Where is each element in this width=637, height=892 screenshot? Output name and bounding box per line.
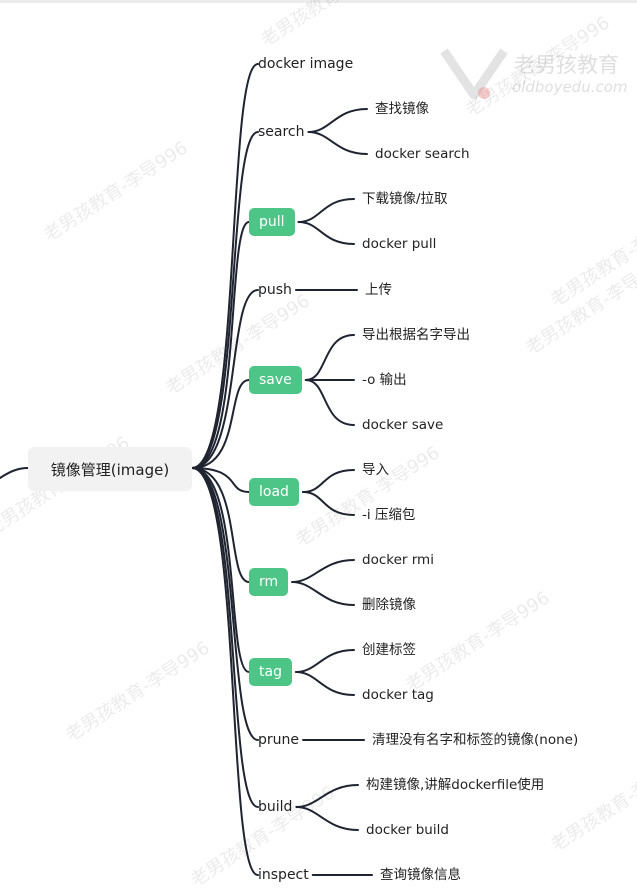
top-border xyxy=(0,0,637,3)
branch-node[interactable]: save xyxy=(249,366,302,394)
child-connector xyxy=(291,559,355,583)
root-incoming-connector xyxy=(0,467,29,479)
branch-node[interactable]: search xyxy=(258,124,305,140)
branch-connector xyxy=(191,467,259,808)
leaf-node[interactable]: 清理没有名字和标签的镜像(none) xyxy=(372,732,579,748)
leaf-node[interactable]: 创建标签 xyxy=(362,642,416,658)
branch-connector xyxy=(191,467,250,493)
leaf-node[interactable]: docker pull xyxy=(362,236,437,252)
child-connector xyxy=(294,649,355,673)
branch-connector xyxy=(191,63,259,469)
branch-connector xyxy=(191,131,259,469)
branch-node[interactable]: rm xyxy=(249,568,289,596)
child-connector xyxy=(304,334,355,381)
leaf-node[interactable]: -o 输出 xyxy=(362,372,407,388)
child-connector xyxy=(294,671,355,696)
leaf-node[interactable]: 构建镜像,讲解dockerfile使用 xyxy=(366,777,545,793)
leaf-node[interactable]: 导入 xyxy=(362,462,389,478)
leaf-node[interactable]: docker tag xyxy=(362,687,434,703)
child-connector xyxy=(301,491,355,516)
child-connector xyxy=(297,198,355,223)
root-label: 镜像管理(image) xyxy=(50,460,170,479)
branch-node[interactable]: push xyxy=(258,282,292,298)
child-connector xyxy=(301,469,355,493)
leaf-node[interactable]: -i 压缩包 xyxy=(362,507,416,523)
leaf-node[interactable]: docker rmi xyxy=(362,552,434,568)
leaf-node[interactable]: 查询镜像信息 xyxy=(380,867,461,883)
root-node[interactable]: 镜像管理(image) xyxy=(28,447,192,491)
branch-connector xyxy=(191,467,250,583)
child-connector xyxy=(295,806,359,831)
leaf-node[interactable]: 上传 xyxy=(365,282,392,298)
child-connector xyxy=(291,581,355,606)
leaf-node[interactable]: docker search xyxy=(375,146,470,162)
branch-connector xyxy=(191,467,259,741)
leaf-node[interactable]: 删除镜像 xyxy=(362,597,416,613)
branch-connector xyxy=(191,467,259,876)
child-connector xyxy=(304,379,355,426)
branch-node[interactable]: prune xyxy=(258,732,300,748)
branch-node[interactable]: pull xyxy=(249,208,295,236)
branch-connector xyxy=(191,221,250,469)
leaf-node[interactable]: docker build xyxy=(366,822,449,838)
child-connector xyxy=(295,784,359,808)
branch-node[interactable]: build xyxy=(258,799,293,815)
branch-node[interactable]: docker image xyxy=(258,56,354,72)
branch-node[interactable]: inspect xyxy=(258,867,309,883)
leaf-node[interactable]: 下载镜像/拉取 xyxy=(362,191,448,207)
leaf-node[interactable]: 导出根据名字导出 xyxy=(362,327,470,343)
leaf-node[interactable]: 查找镜像 xyxy=(375,101,429,117)
branch-node[interactable]: tag xyxy=(249,658,292,686)
child-connector xyxy=(297,221,355,245)
child-connector xyxy=(307,108,368,133)
child-connector xyxy=(307,131,368,155)
branch-connector xyxy=(191,379,250,469)
branch-connector xyxy=(191,289,259,469)
branch-connector xyxy=(191,467,250,673)
leaf-node[interactable]: docker save xyxy=(362,417,444,433)
branch-node[interactable]: load xyxy=(249,478,299,506)
